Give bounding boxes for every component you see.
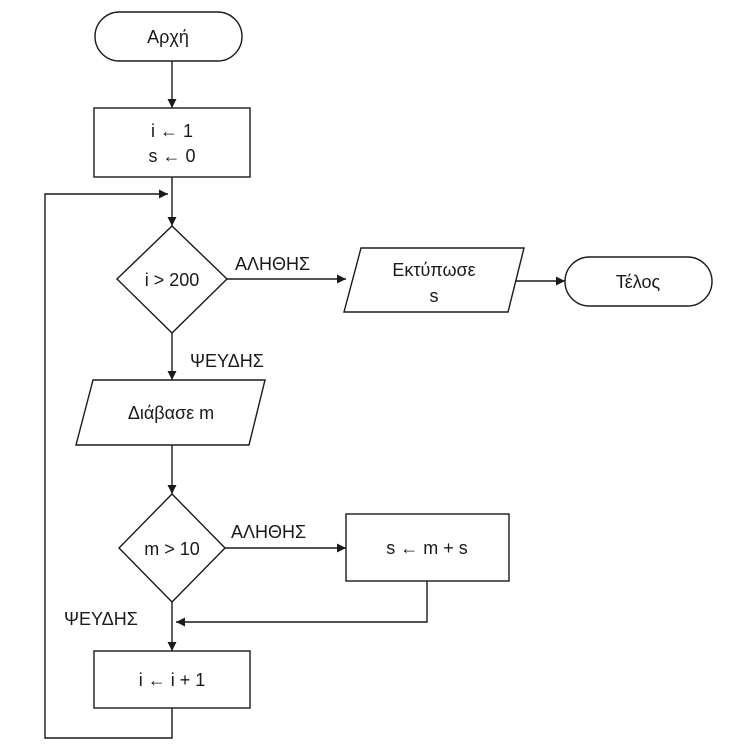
condition-m-gt-10: m > 10 <box>118 493 226 603</box>
end-terminal: Τέλος <box>564 256 713 307</box>
print-line-1: Εκτύπωσε <box>392 260 475 280</box>
end-label: Τέλος <box>616 272 661 292</box>
false-label-1: ΨΕΥΔΗΣ <box>190 351 264 371</box>
start-label: Αρχή <box>147 27 189 47</box>
init-process: i ← 1 s ← 0 <box>93 107 251 178</box>
assign-label: s ← m + s <box>386 538 468 558</box>
true-label-1: ΑΛΗΘΗΣ <box>235 254 310 274</box>
read-label: Διάβασε m <box>128 403 214 423</box>
print-output: Εκτύπωσε s <box>343 247 525 313</box>
arrow-assign-merge <box>176 581 428 627</box>
init-line-2: s ← 0 <box>148 146 195 166</box>
condition-1-label: i > 200 <box>145 270 200 290</box>
init-line-1: i ← 1 <box>151 121 193 141</box>
loop-back-line <box>44 189 173 739</box>
print-line-2: s <box>430 286 439 306</box>
assign-process: s ← m + s <box>345 513 510 582</box>
start-terminal: Αρχή <box>94 11 243 62</box>
condition-i-gt-200: i > 200 <box>115 225 229 334</box>
true-label-2: ΑΛΗΘΗΣ <box>231 522 306 542</box>
false-label-2: ΨΕΥΔΗΣ <box>64 609 138 629</box>
read-input: Διάβασε m <box>75 379 266 446</box>
increment-process: i ← i + 1 <box>93 650 251 709</box>
condition-2-label: m > 10 <box>144 539 200 559</box>
increment-label: i ← i + 1 <box>139 670 206 690</box>
